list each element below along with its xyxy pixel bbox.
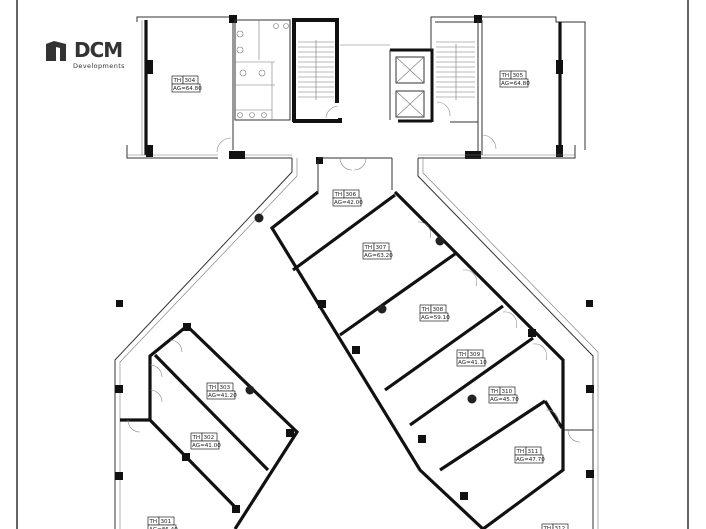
unit-number: 310: [502, 389, 513, 395]
unit-prefix: TH: [458, 352, 467, 358]
unit-number: 308: [433, 307, 444, 313]
unit-number: 307: [376, 245, 387, 251]
unit-area-box: [190, 440, 220, 450]
logo-mark-icon: [46, 41, 66, 61]
brand-logo: DCM Developments: [40, 38, 130, 72]
unit-area-box: [206, 390, 236, 400]
unit-number: 303: [220, 385, 231, 391]
unit-area-box: [171, 83, 201, 93]
unit-area: AG=42.00: [334, 200, 363, 206]
unit-number: 309: [470, 352, 481, 358]
unit-prefix: TH: [173, 78, 182, 84]
unit-prefix: TH: [543, 526, 552, 529]
unit-number: 305: [513, 73, 524, 79]
unit-area: AG=86.40: [149, 527, 178, 529]
unit-prefix: TH: [516, 449, 525, 455]
restroom-block: [229, 15, 291, 121]
unit-area: AG=41.20: [208, 393, 237, 399]
unit-area: AG=41.00: [192, 443, 221, 449]
unit-305-walls: [418, 15, 586, 159]
unit-area-box: [362, 250, 392, 260]
unit-prefix: TH: [501, 73, 510, 79]
unit-number: 311: [528, 449, 539, 455]
stair-2: [430, 16, 478, 123]
unit-area: AG=47.70: [516, 457, 545, 463]
unit-area: AG=45.70: [490, 397, 519, 403]
unit-number-box: [552, 523, 569, 529]
unit-prefix: TH: [490, 389, 499, 395]
corridor-walls: [114, 157, 599, 529]
unit-area-box: [147, 524, 177, 529]
unit-area: AG=64.80: [173, 86, 202, 92]
unit-area-box: [499, 78, 529, 88]
unit-prefix: TH: [421, 307, 430, 313]
brand-name: DCM: [74, 38, 123, 62]
unit-number: 306: [346, 192, 357, 198]
unit-prefix: TH: [334, 192, 343, 198]
brand-subtitle: Developments: [73, 62, 125, 70]
unit-area-box: [514, 454, 544, 464]
unit-label-301: TH301AG=86.40: [147, 516, 178, 529]
unit-prefix: TH: [208, 385, 217, 391]
stair-1: [292, 18, 390, 123]
unit-area-box: [488, 394, 518, 404]
unit-prefix: TH: [149, 519, 158, 525]
unit-area-box: [456, 357, 486, 367]
unit-area: AG=64.80: [501, 81, 530, 87]
central-block: [269, 190, 581, 529]
unit-prefix: TH: [364, 245, 373, 251]
unit-area: AG=41.10: [458, 360, 487, 366]
unit-304-walls: [126, 16, 292, 159]
unit-number: 312: [555, 526, 566, 529]
unit-area: AG=63.20: [364, 253, 393, 259]
unit-number: 302: [204, 435, 215, 441]
unit-area-box: [419, 312, 449, 322]
columns: [245, 213, 477, 404]
elevator-shaft: [389, 48, 434, 123]
lower-left-block: [120, 323, 300, 529]
unit-prefix: TH: [192, 435, 201, 441]
unit-number: 301: [161, 519, 172, 525]
unit-area: AG=59.10: [421, 315, 450, 321]
unit-number: 304: [185, 78, 196, 84]
unit-area-box: [332, 197, 362, 207]
